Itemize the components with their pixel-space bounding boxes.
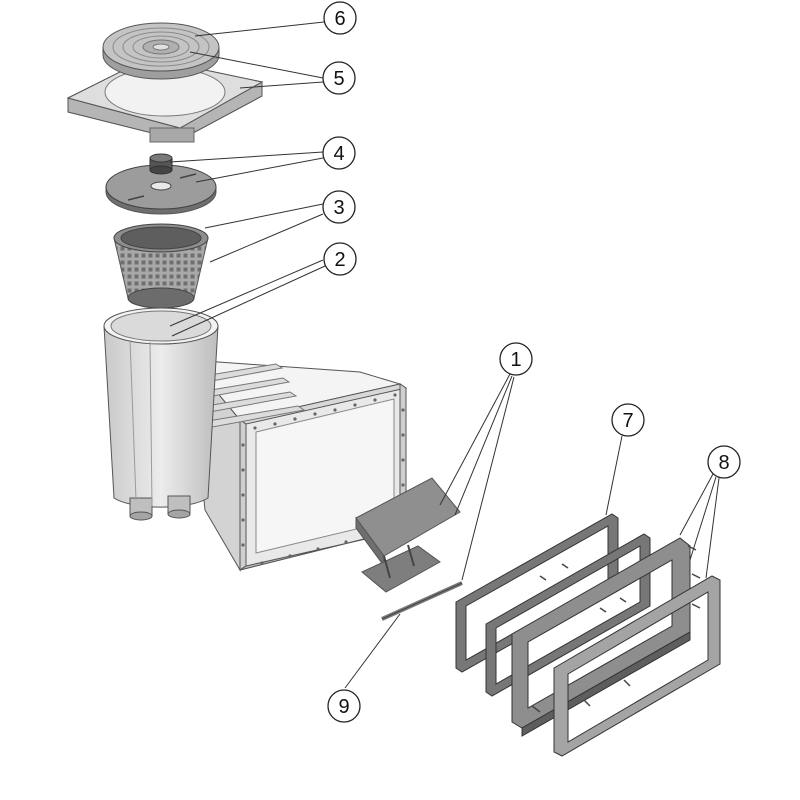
adjustment-plate bbox=[105, 164, 217, 215]
callout-2-label: 2 bbox=[334, 249, 345, 271]
callout-4: 4 bbox=[322, 136, 356, 170]
callout-1-label: 1 bbox=[510, 349, 521, 371]
callout-7-label: 7 bbox=[622, 410, 633, 432]
callout-1: 1 bbox=[499, 342, 533, 376]
gasket-rear bbox=[485, 533, 651, 697]
leader-lines bbox=[169, 21, 720, 689]
weir-flap bbox=[355, 477, 461, 593]
callout-6: 6 bbox=[323, 1, 357, 35]
callout-8-label: 8 bbox=[718, 452, 729, 474]
skimmer-lid bbox=[102, 22, 220, 80]
mounting-screws bbox=[531, 545, 701, 713]
plate-knob bbox=[149, 153, 173, 175]
callout-9-label: 9 bbox=[338, 696, 349, 718]
callout-5: 5 bbox=[322, 61, 356, 95]
trim-cover bbox=[553, 575, 721, 757]
hinge-pin bbox=[381, 581, 463, 621]
callout-4-label: 4 bbox=[333, 143, 344, 165]
deck-frame bbox=[66, 57, 264, 143]
callout-8: 8 bbox=[707, 445, 741, 479]
callout-3: 3 bbox=[322, 190, 356, 224]
callout-2: 2 bbox=[323, 242, 357, 276]
callout-5-label: 5 bbox=[333, 68, 344, 90]
callout-3-label: 3 bbox=[333, 197, 344, 219]
callout-6-label: 6 bbox=[334, 8, 345, 30]
callout-7: 7 bbox=[611, 403, 645, 437]
skimmer-basket bbox=[113, 223, 209, 309]
callout-9: 9 bbox=[327, 689, 361, 723]
